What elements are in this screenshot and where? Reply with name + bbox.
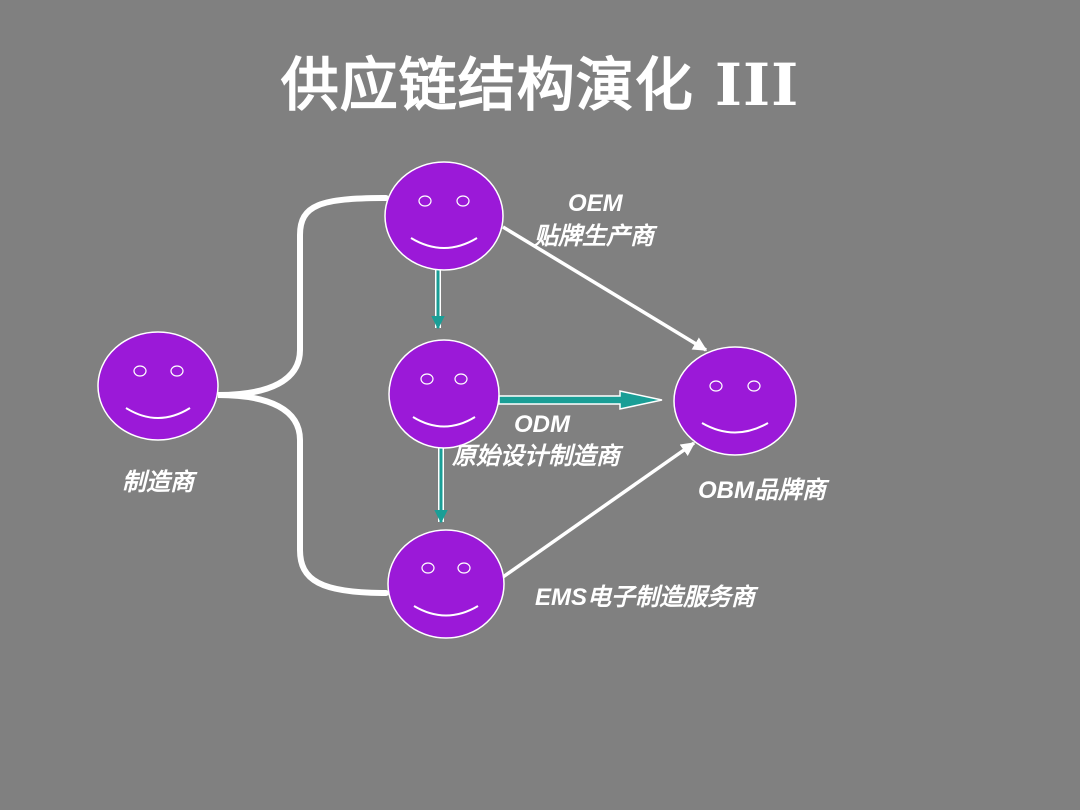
oem-name-label: 贴牌生产商 — [534, 223, 654, 250]
odm-code-label: ODM — [514, 411, 570, 438]
obm-face-icon — [673, 346, 797, 456]
manufacturer-label: 制造商 — [122, 469, 194, 496]
odm-name-label: 原始设计制造商 — [452, 443, 620, 470]
manufacturer-face-icon — [97, 331, 219, 441]
brace-connector — [217, 195, 389, 596]
obm-label: OBM品牌商 — [698, 477, 826, 504]
ems-to-obm-arrow — [501, 441, 696, 579]
oem-to-obm-arrow — [502, 225, 708, 352]
oem-code-label: OEM — [568, 190, 623, 217]
odm-to-obm-arrow — [498, 390, 663, 410]
ems-label: EMS电子制造服务商 — [535, 584, 756, 611]
oem-face-icon — [384, 161, 504, 271]
ems-face-icon — [387, 529, 505, 639]
slide-title: 供应链结构演化 III — [280, 51, 800, 119]
odm-face-icon — [388, 339, 500, 449]
